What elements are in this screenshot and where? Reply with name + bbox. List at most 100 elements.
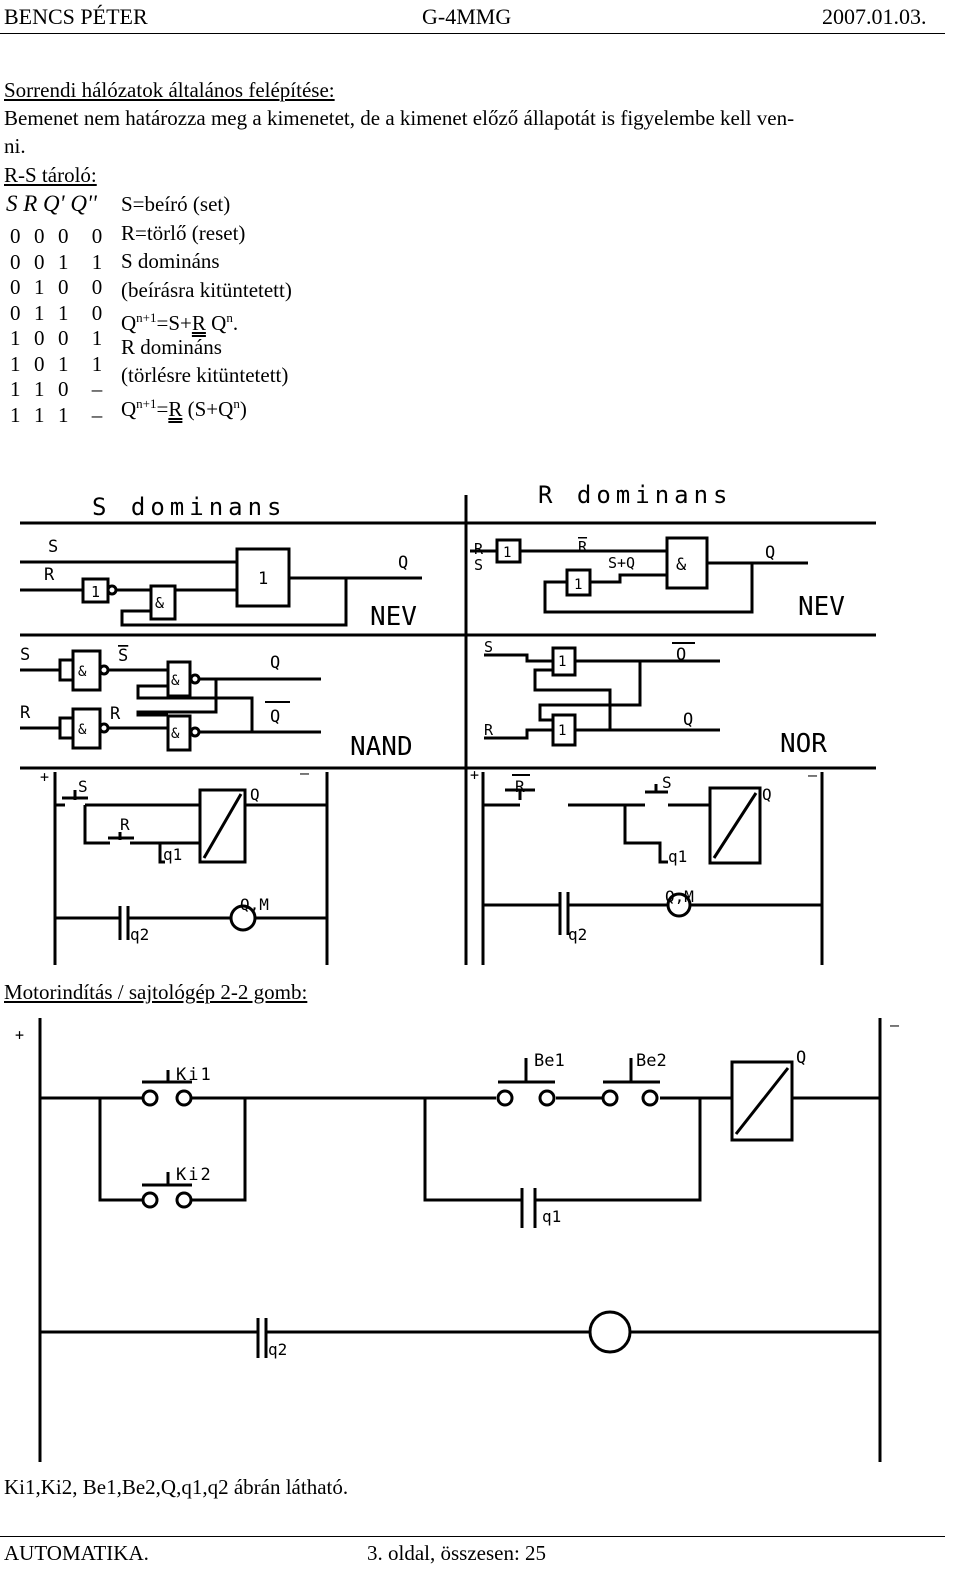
gate-label: 1	[91, 583, 100, 601]
truth-table-cell: 1	[58, 351, 69, 376]
truth-table-cell: 1	[10, 402, 21, 427]
note: R domináns	[121, 335, 222, 359]
formula-r: Qn+1=R (S+Qn)	[121, 392, 247, 421]
truth-table-cell: 1	[58, 402, 69, 427]
inverter-bubble	[106, 584, 118, 596]
label-q1: q1	[163, 845, 182, 864]
plus-label: +	[15, 1026, 24, 1044]
label-q-bar: Q	[676, 645, 686, 665]
motor-caption: Ki1,Ki2, Be1,Be2,Q,q1,q2 ábrán látható.	[4, 1475, 349, 1499]
section-title: Sorrendi hálózatok általános felépítése:	[4, 78, 335, 102]
label-qm: Q,M	[665, 887, 694, 906]
gate-label: &	[171, 673, 180, 689]
plus-label: +	[40, 768, 49, 786]
s-dominant-gate-circuit	[20, 560, 422, 627]
s-dominans-title: S dominans	[92, 493, 287, 521]
f: =	[156, 397, 169, 421]
truth-table-cell: 0	[10, 300, 21, 325]
nor-gate	[551, 713, 577, 747]
f: n	[226, 310, 233, 325]
label-qm: Q,M	[240, 895, 269, 914]
label-r: R	[484, 721, 494, 739]
label-q: Q	[398, 553, 408, 573]
header-rule	[0, 33, 945, 34]
truth-table-cell: –	[91, 377, 103, 401]
truth-table-cell: 0	[58, 377, 69, 401]
truth-table-cell: 1	[58, 249, 69, 274]
f: (S+Q	[182, 397, 234, 421]
and-gate	[149, 584, 177, 621]
rs-title: R-S tároló:	[4, 163, 97, 187]
f: R	[168, 397, 183, 421]
label-q: Q	[250, 785, 260, 804]
label-s: S	[484, 638, 493, 656]
label-r: R	[474, 540, 484, 558]
truth-table-cell: 0	[91, 275, 103, 299]
label-q2: q2	[268, 1340, 287, 1359]
note: S=beíró (set)	[121, 192, 231, 216]
gate-label: 1	[503, 545, 511, 561]
label-q1: q1	[542, 1207, 561, 1226]
gate-label: 1	[258, 569, 268, 589]
label-s: S	[78, 777, 88, 796]
truth-table-cell: 0	[91, 224, 103, 248]
label-nand: NAND	[350, 732, 413, 762]
truth-table-cell: 1	[34, 377, 45, 401]
truth-table-cell: 1	[34, 402, 45, 427]
nand-circuit	[20, 668, 321, 734]
label-ki1: Ki1	[176, 1065, 213, 1085]
truth-table-cell: 0	[34, 326, 45, 350]
nor-circuit	[484, 653, 720, 740]
motor-lamp-icon	[588, 1310, 632, 1354]
or-gate	[495, 538, 522, 564]
truth-table-cell: 0	[10, 249, 21, 274]
label-r-bar: R	[515, 777, 525, 796]
f: n+1	[136, 396, 157, 411]
r-dominant-gate-circuit	[470, 549, 808, 614]
truth-table-cell: 1	[91, 249, 103, 274]
truth-table-cell: –	[91, 402, 103, 427]
or-gate	[235, 547, 291, 608]
f: Q	[205, 311, 227, 335]
note: (beírásra kitüntetett)	[121, 278, 292, 302]
truth-table-cell: 0	[10, 275, 21, 299]
r-dominans-title: R dominans	[538, 481, 733, 509]
truth-table-cell: 0	[34, 249, 45, 274]
label-q: Q	[683, 710, 693, 730]
truth-table-cell: 0	[58, 224, 69, 248]
footer-page: 3. oldal, összesen: 25	[367, 1541, 547, 1565]
minus-label: –	[890, 1016, 900, 1034]
label-r: R	[120, 815, 130, 834]
note: R=törlő (reset)	[121, 221, 246, 245]
label-r-bar: R	[578, 538, 588, 556]
f: Q	[121, 311, 137, 335]
header-author: BENCS PÉTER	[4, 4, 148, 29]
gate-label: 1	[558, 654, 566, 670]
truth-table-cell: 0	[58, 275, 69, 299]
header-group: G-4MMG	[422, 4, 512, 29]
label-q1: q1	[668, 847, 687, 866]
gate-label: &	[676, 555, 687, 575]
nor-gate	[551, 646, 577, 677]
label-q: Q	[796, 1048, 806, 1068]
minus-label: –	[300, 764, 310, 782]
truth-table-cell: 1	[58, 300, 69, 325]
label-r-bar: R	[110, 704, 121, 724]
truth-table-cell: 0	[91, 300, 103, 325]
truth-table-cell: 1	[91, 351, 103, 376]
footer-rule	[0, 1536, 945, 1537]
lamp-icon	[666, 892, 692, 918]
f: R	[191, 311, 206, 335]
label-q: Q	[270, 653, 280, 673]
gate-label: &	[78, 664, 87, 680]
and-gate	[665, 536, 709, 590]
